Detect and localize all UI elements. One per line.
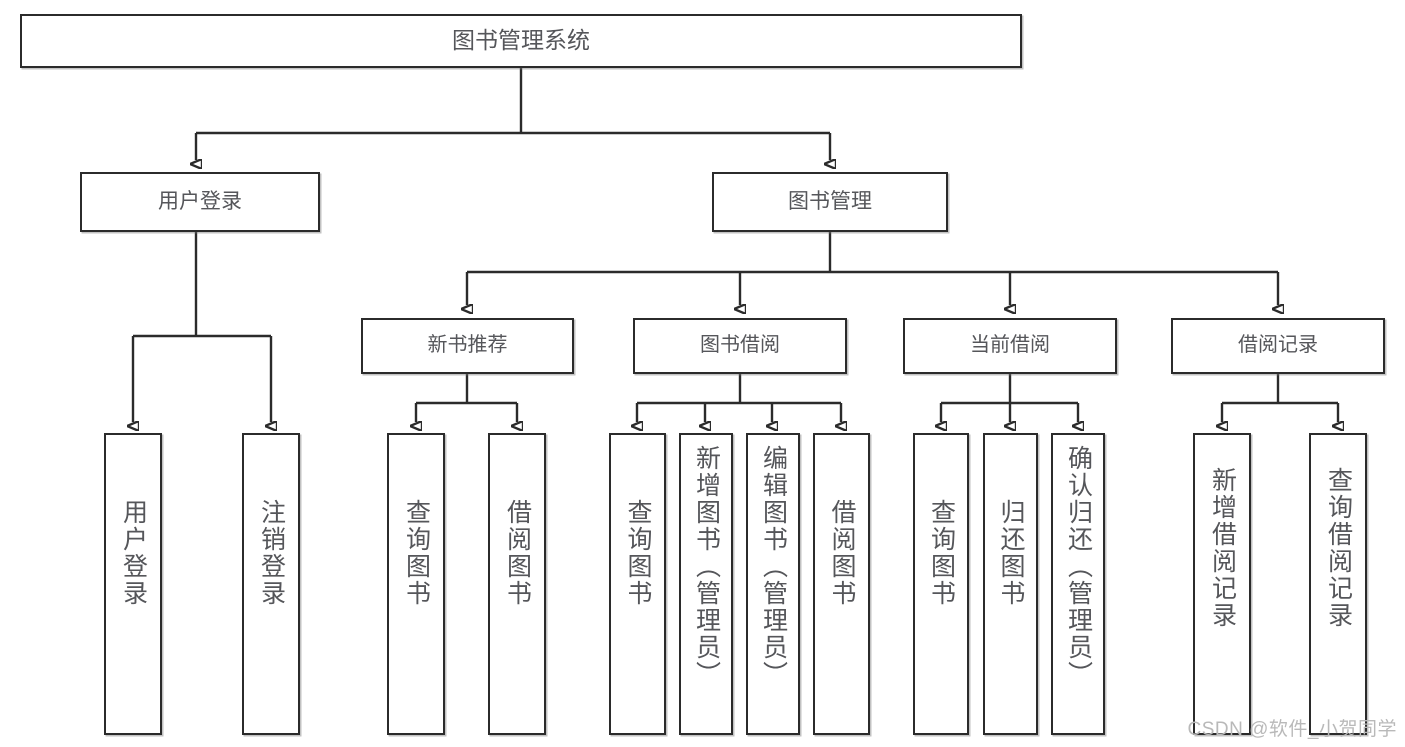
node-label: 查询图书 [624, 499, 652, 607]
node-label: 用户登录 [119, 499, 148, 607]
node-label: 图书管理系统 [452, 27, 590, 54]
node-label: 用户登录 [158, 189, 242, 213]
node-book-management[interactable]: 图书管理 [712, 172, 948, 232]
node-label: 借阅图书 [503, 499, 532, 607]
node-leaf-edit-book-admin[interactable]: 编辑图书（管理员） [746, 433, 800, 735]
node-leaf-return-book[interactable]: 归还图书 [983, 433, 1038, 735]
node-current-borrow[interactable]: 当前借阅 [903, 318, 1117, 374]
node-label: 确认归还（管理员） [1064, 445, 1093, 688]
node-root-book-management-system[interactable]: 图书管理系统 [20, 14, 1022, 68]
node-leaf-query-book-recommend[interactable]: 查询图书 [387, 433, 445, 735]
node-borrow-record[interactable]: 借阅记录 [1171, 318, 1385, 374]
node-label: 新增图书（管理员） [692, 445, 721, 688]
node-leaf-confirm-return-admin[interactable]: 确认归还（管理员） [1051, 433, 1105, 735]
node-label: 借阅记录 [1238, 334, 1318, 357]
node-user-login[interactable]: 用户登录 [80, 172, 320, 232]
node-leaf-logout[interactable]: 注销登录 [242, 433, 300, 735]
node-label: 图书管理 [788, 189, 872, 213]
node-label: 编辑图书（管理员） [759, 445, 788, 688]
node-leaf-borrow-book-borrow[interactable]: 借阅图书 [813, 433, 870, 735]
node-label: 归还图书 [997, 499, 1025, 607]
node-leaf-borrow-book-recommend[interactable]: 借阅图书 [488, 433, 546, 735]
node-label: 借阅图书 [828, 499, 856, 607]
node-label: 新增借阅记录 [1208, 467, 1237, 629]
node-label: 新书推荐 [427, 334, 508, 357]
node-new-book-recommend[interactable]: 新书推荐 [361, 318, 574, 374]
node-leaf-query-borrow-record[interactable]: 查询借阅记录 [1309, 433, 1367, 735]
node-label: 当前借阅 [970, 334, 1050, 357]
node-leaf-add-book-admin[interactable]: 新增图书（管理员） [679, 433, 733, 735]
node-label: 查询图书 [402, 499, 431, 607]
node-label: 注销登录 [257, 499, 286, 607]
node-leaf-query-book-borrow[interactable]: 查询图书 [609, 433, 666, 735]
node-book-borrow[interactable]: 图书借阅 [633, 318, 847, 374]
node-leaf-user-login[interactable]: 用户登录 [104, 433, 162, 735]
node-leaf-query-book-current[interactable]: 查询图书 [913, 433, 969, 735]
node-leaf-add-borrow-record[interactable]: 新增借阅记录 [1193, 433, 1251, 735]
node-label: 查询借阅记录 [1324, 467, 1353, 629]
node-label: 图书借阅 [700, 334, 780, 357]
node-label: 查询图书 [927, 499, 956, 607]
watermark-text: CSDN @软件_小贺同学 [1187, 719, 1397, 740]
